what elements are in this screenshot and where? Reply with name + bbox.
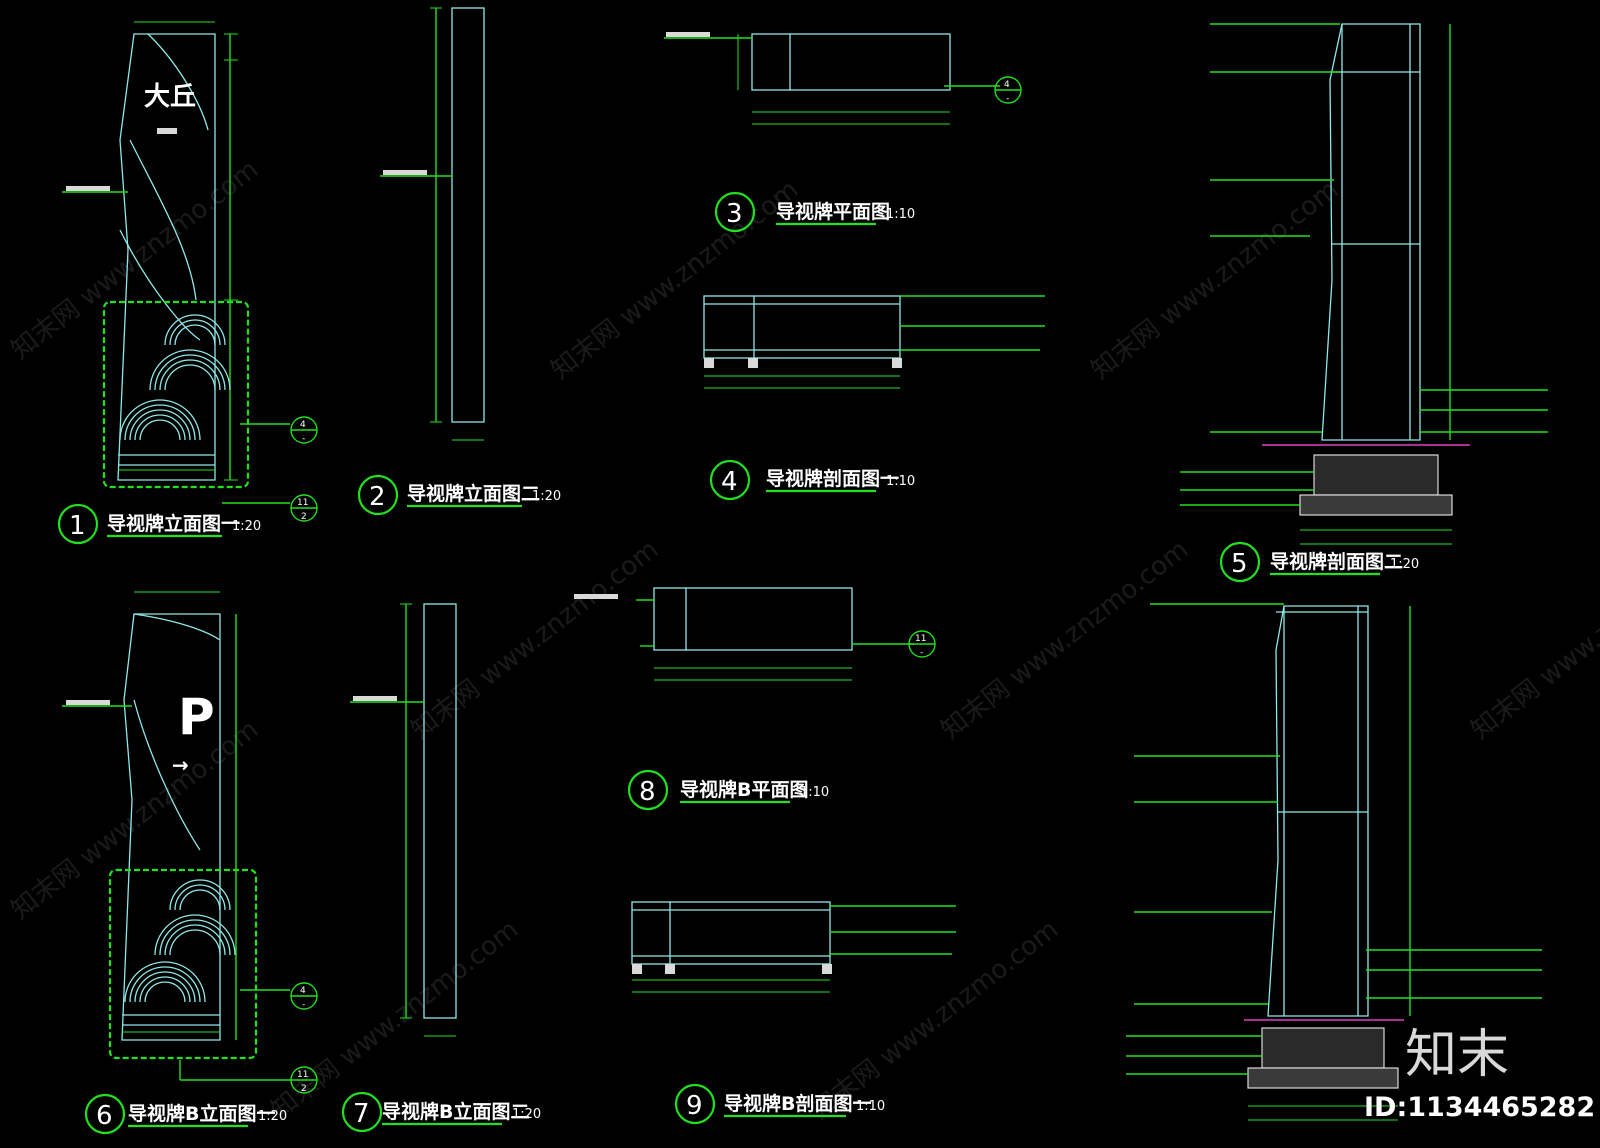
drawing-title-7: 7 导视牌B立面图二 1:20 xyxy=(341,1091,541,1133)
svg-text:11: 11 xyxy=(297,1070,308,1080)
watermark-text: 知末网 www.znzmo.com xyxy=(1466,535,1600,746)
svg-text:1:20: 1:20 xyxy=(1390,557,1419,572)
drawing-title-2: 2 导视牌立面图二 1:20 xyxy=(357,474,561,516)
svg-text:1:20: 1:20 xyxy=(258,1109,287,1124)
drawing-title-3: 3 导视牌平面图 1:10 xyxy=(714,191,915,233)
svg-text:11: 11 xyxy=(915,634,926,644)
svg-text:1:10: 1:10 xyxy=(800,785,829,800)
drawing-9-section xyxy=(631,901,956,993)
drawing-3-plan xyxy=(664,32,1000,125)
concrete-footing xyxy=(1313,454,1439,496)
drawing-6-elevation: P → xyxy=(62,591,292,1081)
gravel-base xyxy=(1247,1067,1399,1089)
svg-text:1:20: 1:20 xyxy=(512,1107,541,1122)
svg-text:4: 4 xyxy=(300,420,306,430)
concrete-footing xyxy=(1261,1027,1385,1069)
watermark-text: 知末网 www.znzmo.com xyxy=(1086,175,1344,386)
svg-text:2: 2 xyxy=(301,512,307,522)
drawing-8-plan xyxy=(574,587,914,681)
svg-text:导视牌B立面图一: 导视牌B立面图一 xyxy=(128,1102,275,1125)
drawing-title-5: 5 导视牌剖面图二 1:20 xyxy=(1219,541,1419,583)
svg-text:导视牌B剖面图一: 导视牌B剖面图一 xyxy=(724,1092,871,1115)
drawing-7-elevation xyxy=(350,603,457,1037)
wave-pattern xyxy=(122,879,236,1026)
svg-text:-: - xyxy=(1006,94,1009,104)
section-ref-marker: 11 2 xyxy=(290,1066,318,1094)
watermark-text: 知末网 www.znzmo.com xyxy=(936,535,1194,746)
watermark-text: 知末网 www.znzmo.com xyxy=(406,535,664,746)
svg-text:4: 4 xyxy=(721,467,738,497)
image-id: ID:1134465282 xyxy=(1364,1092,1595,1123)
brand-logo: 知末 xyxy=(1405,1025,1509,1085)
svg-text:11: 11 xyxy=(297,498,308,508)
svg-text:3: 3 xyxy=(726,199,743,229)
svg-text:2: 2 xyxy=(301,1084,307,1094)
svg-text:导视牌B平面图: 导视牌B平面图 xyxy=(680,778,808,801)
svg-text:-: - xyxy=(302,434,305,444)
parking-letter: P xyxy=(178,688,215,746)
drawing-title-4: 4 导视牌剖面图一 1:10 xyxy=(709,459,915,501)
watermark-text: 知末网 www.znzmo.com xyxy=(6,155,264,366)
sign-main-text: 大丘 xyxy=(144,82,196,112)
section-ref-marker: 11 2 xyxy=(290,494,318,522)
svg-text:导视牌剖面图二: 导视牌剖面图二 xyxy=(1270,550,1403,573)
drawing-section-b xyxy=(1126,603,1542,1121)
drawing-5-section xyxy=(1180,23,1548,545)
svg-text:导视牌B立面图二: 导视牌B立面图二 xyxy=(382,1100,529,1123)
drawing-2-elevation xyxy=(380,7,485,441)
svg-text:7: 7 xyxy=(353,1099,370,1129)
svg-text:8: 8 xyxy=(639,777,656,807)
brand-watermark: 知末 ID:1134465282 xyxy=(1364,1025,1595,1123)
watermark-text: 知末网 www.znzmo.com xyxy=(546,175,804,386)
drawing-title-8: 8 导视牌B平面图 1:10 xyxy=(627,769,829,811)
drawing-title-9: 9 导视牌B剖面图一 1:10 xyxy=(674,1083,885,1125)
svg-text:导视牌立面图一: 导视牌立面图一 xyxy=(107,512,240,535)
svg-text:-: - xyxy=(920,648,923,658)
svg-text:9: 9 xyxy=(686,1091,703,1121)
svg-text:1:10: 1:10 xyxy=(886,474,915,489)
svg-text:1:20: 1:20 xyxy=(532,489,561,504)
section-ref-marker: 4 - xyxy=(290,982,318,1010)
svg-text:4: 4 xyxy=(1004,80,1010,90)
section-ref-marker: 4 - xyxy=(994,76,1022,104)
gravel-base xyxy=(1299,494,1453,516)
svg-text:导视牌剖面图一: 导视牌剖面图一 xyxy=(766,467,899,490)
svg-text:-: - xyxy=(302,1000,305,1010)
svg-text:5: 5 xyxy=(1231,549,1248,579)
svg-text:导视牌平面图: 导视牌平面图 xyxy=(776,200,890,223)
arrow-icon: → xyxy=(172,753,189,777)
drawing-title-1: 1 导视牌立面图一 1:20 xyxy=(57,503,261,545)
svg-text:4: 4 xyxy=(300,986,306,996)
section-ref-marker: 4 - xyxy=(290,416,318,444)
drawing-4-section xyxy=(703,295,1045,389)
svg-text:2: 2 xyxy=(369,482,386,512)
svg-text:1: 1 xyxy=(69,511,86,541)
wave-pattern xyxy=(118,314,231,466)
drawing-title-6: 6 导视牌B立面图一 1:20 xyxy=(84,1093,287,1135)
drawing-1-elevation: 大丘 xyxy=(62,21,290,504)
svg-text:6: 6 xyxy=(96,1101,113,1131)
svg-text:1:20: 1:20 xyxy=(232,519,261,534)
svg-text:导视牌立面图二: 导视牌立面图二 xyxy=(407,482,540,505)
svg-text:1:10: 1:10 xyxy=(886,207,915,222)
svg-text:1:10: 1:10 xyxy=(856,1099,885,1114)
section-ref-marker: 11 - xyxy=(908,630,936,658)
